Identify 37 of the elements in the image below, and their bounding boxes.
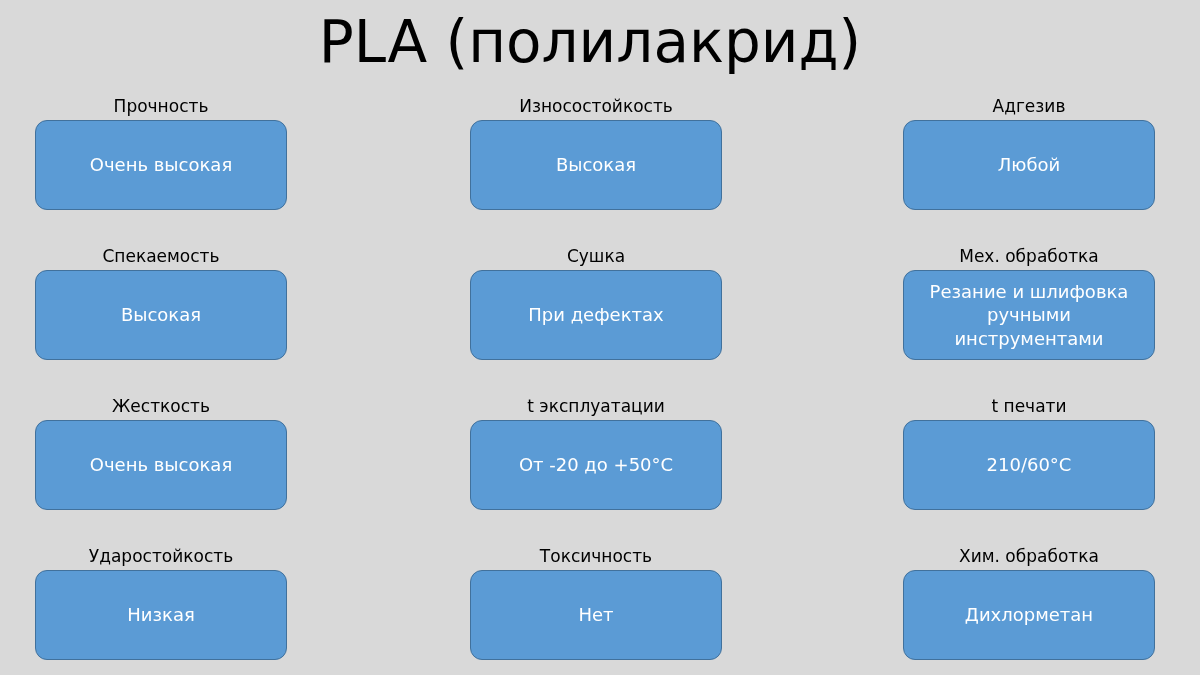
property-value: От -20 до +50°C [518, 453, 674, 477]
property-value: Резание и шлифовка ручными инструментами [928, 279, 1130, 351]
property-value: При дефектах [528, 303, 664, 327]
property-heading: Сушка [566, 246, 626, 266]
property-heading: Прочность [113, 96, 209, 116]
property-heading: Адгезив [992, 96, 1066, 116]
value-box [903, 570, 1155, 660]
property-value: Очень высокая [89, 453, 233, 477]
value-box [470, 270, 722, 360]
property-value: Любой [997, 153, 1061, 177]
property-value: Нет [578, 603, 614, 627]
property-heading: t эксплуатации [527, 396, 665, 416]
property-value: Высокая [120, 303, 202, 327]
property-heading: t печати [991, 396, 1067, 416]
property-heading: Ударостойкость [88, 546, 234, 566]
title: PLA (полилакрид) [318, 8, 862, 76]
value-box [470, 570, 722, 660]
property-heading: Мех. обработка [959, 246, 1099, 266]
property-value: Дихлорметан [964, 603, 1094, 627]
property-value: Низкая [127, 603, 195, 627]
value-box [903, 270, 1155, 360]
property-heading: Хим. обработка [959, 546, 1099, 566]
property-value: Очень высокая [89, 153, 233, 177]
value-box [35, 570, 287, 660]
property-heading: Токсичность [539, 546, 653, 566]
property-heading: Износостойкость [519, 96, 673, 116]
property-heading: Спекаемость [102, 246, 220, 266]
value-box [35, 120, 287, 210]
property-heading: Жесткость [112, 396, 210, 416]
value-box [470, 420, 722, 510]
value-box [35, 420, 287, 510]
value-box [35, 270, 287, 360]
property-value: 210/60°C [986, 453, 1072, 477]
value-box [903, 420, 1155, 510]
value-box [470, 120, 722, 210]
value-box [903, 120, 1155, 210]
property-value: Высокая [555, 153, 637, 177]
